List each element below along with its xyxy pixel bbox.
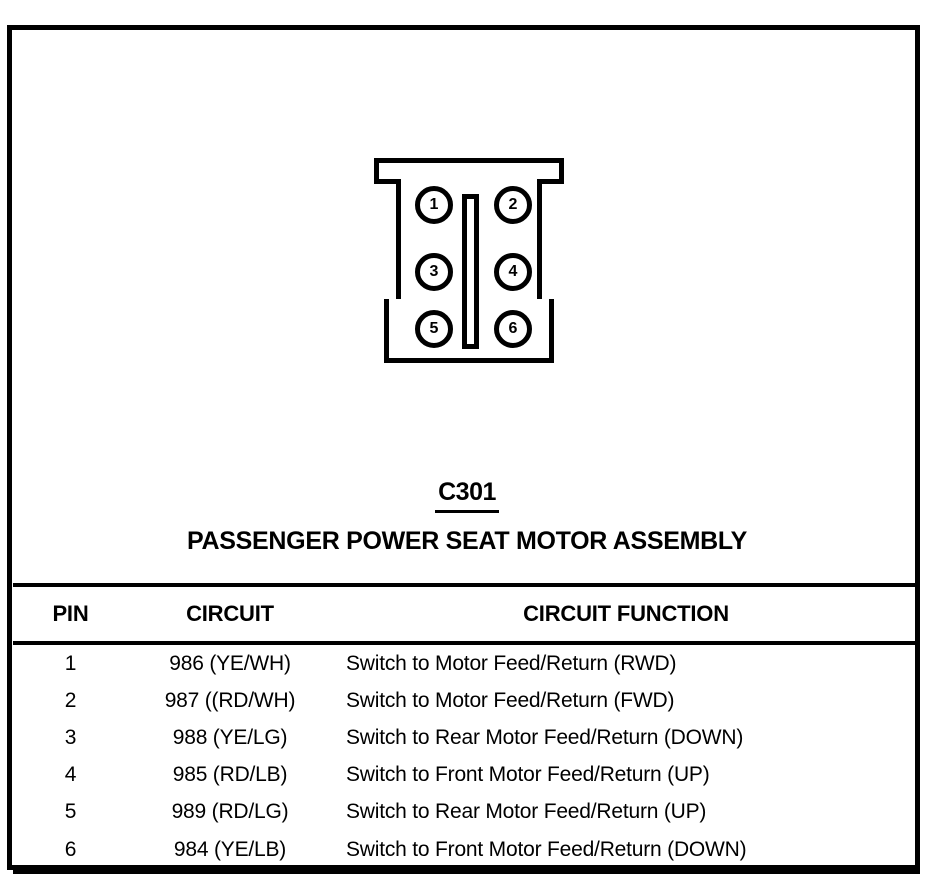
connector-pin-3: 3	[415, 253, 453, 291]
assembly-name-title: PASSENGER POWER SEAT MOTOR ASSEMBLY	[187, 527, 747, 555]
table-row: 1 986 (YE/WH) Switch to Motor Feed/Retur…	[13, 643, 920, 682]
cell-pin: 3	[64, 725, 77, 749]
cell-function: Switch to Motor Feed/Return (RWD)	[346, 651, 677, 675]
cell-circuit: 984 (YE/LB)	[128, 830, 332, 874]
table-header-row: PIN CIRCUIT CIRCUIT FUNCTION	[13, 583, 920, 645]
connector-id-text: C301	[435, 478, 499, 513]
cell-function: Switch to Front Motor Feed/Return (DOWN)	[332, 830, 920, 874]
column-header-pin: PIN	[13, 583, 128, 645]
connector-pin-6: 6	[494, 310, 532, 348]
connector-pin-1: 1	[415, 186, 453, 224]
cell-pin: 1	[64, 651, 77, 675]
cell-function: Switch to Rear Motor Feed/Return (UP)	[346, 799, 707, 823]
cell-circuit: 988 (YE/LG)	[172, 725, 288, 749]
cell-pin: 6	[13, 830, 128, 874]
connector-face-illustration: 1 2 3 4 5 6	[374, 158, 564, 363]
cell-pin: 5	[64, 799, 77, 823]
cell-circuit: 986 (YE/WH)	[169, 651, 291, 675]
cell-circuit: 985 (RD/LB)	[172, 762, 288, 786]
connector-pin-4: 4	[494, 253, 532, 291]
table-row: 5 989 (RD/LG) Switch to Rear Motor Feed/…	[13, 793, 920, 830]
table-row: 4 985 (RD/LB) Switch to Front Motor Feed…	[13, 756, 920, 793]
table-row: 2 987 ((RD/WH) Switch to Motor Feed/Retu…	[13, 682, 920, 719]
cell-function: Switch to Front Motor Feed/Return (UP)	[346, 762, 710, 786]
connector-keyway-slot	[462, 194, 479, 349]
cell-function: Switch to Rear Motor Feed/Return (DOWN)	[346, 725, 744, 749]
connector-pin-5: 5	[415, 310, 453, 348]
cell-circuit: 989 (RD/LG)	[171, 799, 289, 823]
connector-pin-2: 2	[494, 186, 532, 224]
table-row: 6 984 (YE/LB) Switch to Front Motor Feed…	[13, 830, 920, 874]
table-row: 3 988 (YE/LG) Switch to Rear Motor Feed/…	[13, 719, 920, 756]
connector-id-title: C301	[0, 478, 934, 513]
column-header-function: CIRCUIT FUNCTION	[332, 583, 920, 645]
cell-pin: 4	[64, 762, 77, 786]
cell-function: Switch to Motor Feed/Return (FWD)	[346, 688, 675, 712]
pin-assignment-table: PIN CIRCUIT CIRCUIT FUNCTION 1 986 (YE/W…	[13, 583, 920, 874]
connector-seam-patch-top	[401, 177, 537, 186]
cell-pin: 2	[64, 688, 77, 712]
column-header-circuit: CIRCUIT	[128, 583, 332, 645]
cell-circuit: 987 ((RD/WH)	[164, 688, 296, 712]
